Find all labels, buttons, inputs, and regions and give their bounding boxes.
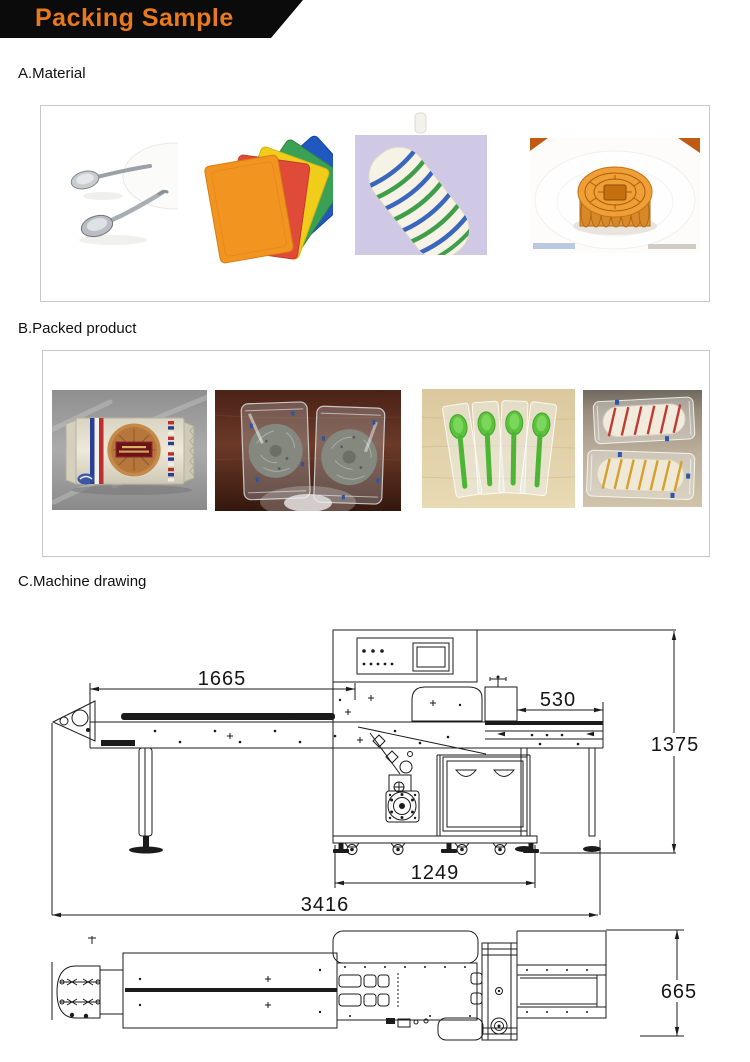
spoons-image (55, 118, 178, 263)
wrapped-spoons-image (422, 389, 575, 508)
photo-stainless-steel-spoons (55, 118, 178, 263)
header-banner (0, 0, 303, 38)
dim-body-length-label: 1249 (411, 862, 460, 884)
photo-wrapped-spoons (422, 389, 575, 508)
dim-total-length-label: 3416 (301, 894, 350, 916)
photo-scouring-pads (193, 125, 333, 268)
photo-wrapped-mooncake (52, 390, 207, 510)
photo-mooncake (530, 138, 700, 253)
dimension-lines-side (51, 629, 677, 918)
dim-infeed-length-label: 1665 (198, 668, 247, 690)
photo-bagged-steel-scourers (215, 390, 401, 511)
mooncake-image (530, 138, 700, 253)
page-title: Packing Sample (35, 4, 234, 32)
dim-height-label: 1375 (651, 734, 700, 756)
machine-drawing: 1665 530 1375 1249 3416 665 (0, 617, 750, 1062)
photo-wrapped-rollers (583, 390, 702, 507)
paint-roller-image (355, 107, 487, 255)
bagged-scourers-image (215, 390, 401, 511)
machine-drawing-svg: 1665 530 1375 1249 3416 665 (51, 629, 700, 1041)
wrapped-mooncake-image (52, 390, 207, 510)
photo-paint-roller (355, 107, 487, 255)
scouring-pads-image (193, 125, 333, 268)
dim-discharge-length-label: 530 (540, 689, 576, 711)
section-b-heading: B.Packed product (18, 320, 137, 337)
section-c-heading: C.Machine drawing (18, 573, 147, 590)
dim-width-label: 665 (661, 981, 697, 1003)
plan-view (51, 929, 684, 1041)
section-a-heading: A.Material (18, 65, 86, 82)
side-view (51, 629, 604, 855)
wrapped-rollers-image (583, 390, 702, 507)
